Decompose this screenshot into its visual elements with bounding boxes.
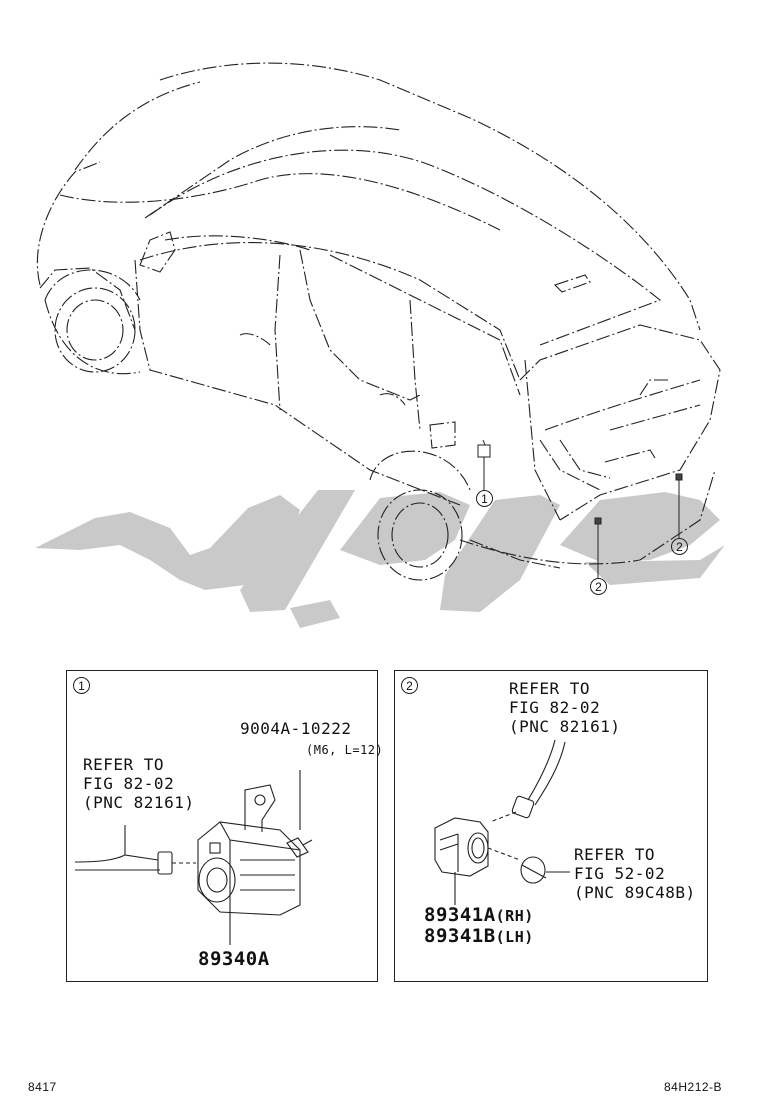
sensor-lh-part-number: 89341B(LH) [424,925,534,947]
vehicle-outline [36,62,721,581]
panel-2-refer-a-line-3: (PNC 82161) [509,717,621,736]
panel-2-refer-a-line-2: FIG 82-02 [509,698,601,717]
bolt-spec: (M6, L=12) [306,743,384,757]
watermark-logo [35,490,725,628]
footer-figure-code: 84H212-B [664,1080,723,1094]
panel-1: 1 [66,670,378,982]
sensor-rh-part-number: 89341A(RH) [424,904,534,926]
panel-1-refer-line-3: (PNC 82161) [83,793,195,812]
footer-page-code: 8417 [28,1080,57,1094]
panel-1-index: 1 [73,677,90,694]
callout-2-right: 2 [671,538,688,555]
callout-2-left: 2 [590,578,607,595]
sensor-markers [477,439,683,578]
panel-1-drawing [74,770,313,945]
buzzer-part-number: 89340A [198,948,270,970]
panel-2-drawing [434,739,570,905]
panel-1-refer-line-1: REFER TO [83,755,165,774]
panel-2-refer-a-line-1: REFER TO [509,679,591,698]
callout-1: 1 [476,490,493,507]
panel-2-index: 2 [401,677,418,694]
panel-2-refer-b-line-2: FIG 52-02 [574,864,666,883]
panel-2-refer-b-line-1: REFER TO [574,845,656,864]
panel-1-refer-line-2: FIG 82-02 [83,774,175,793]
panel-2: 2 [394,670,708,982]
panel-2-refer-b-line-3: (PNC 89C48B) [574,883,696,902]
bolt-part-number: 9004A-10222 [240,719,352,738]
